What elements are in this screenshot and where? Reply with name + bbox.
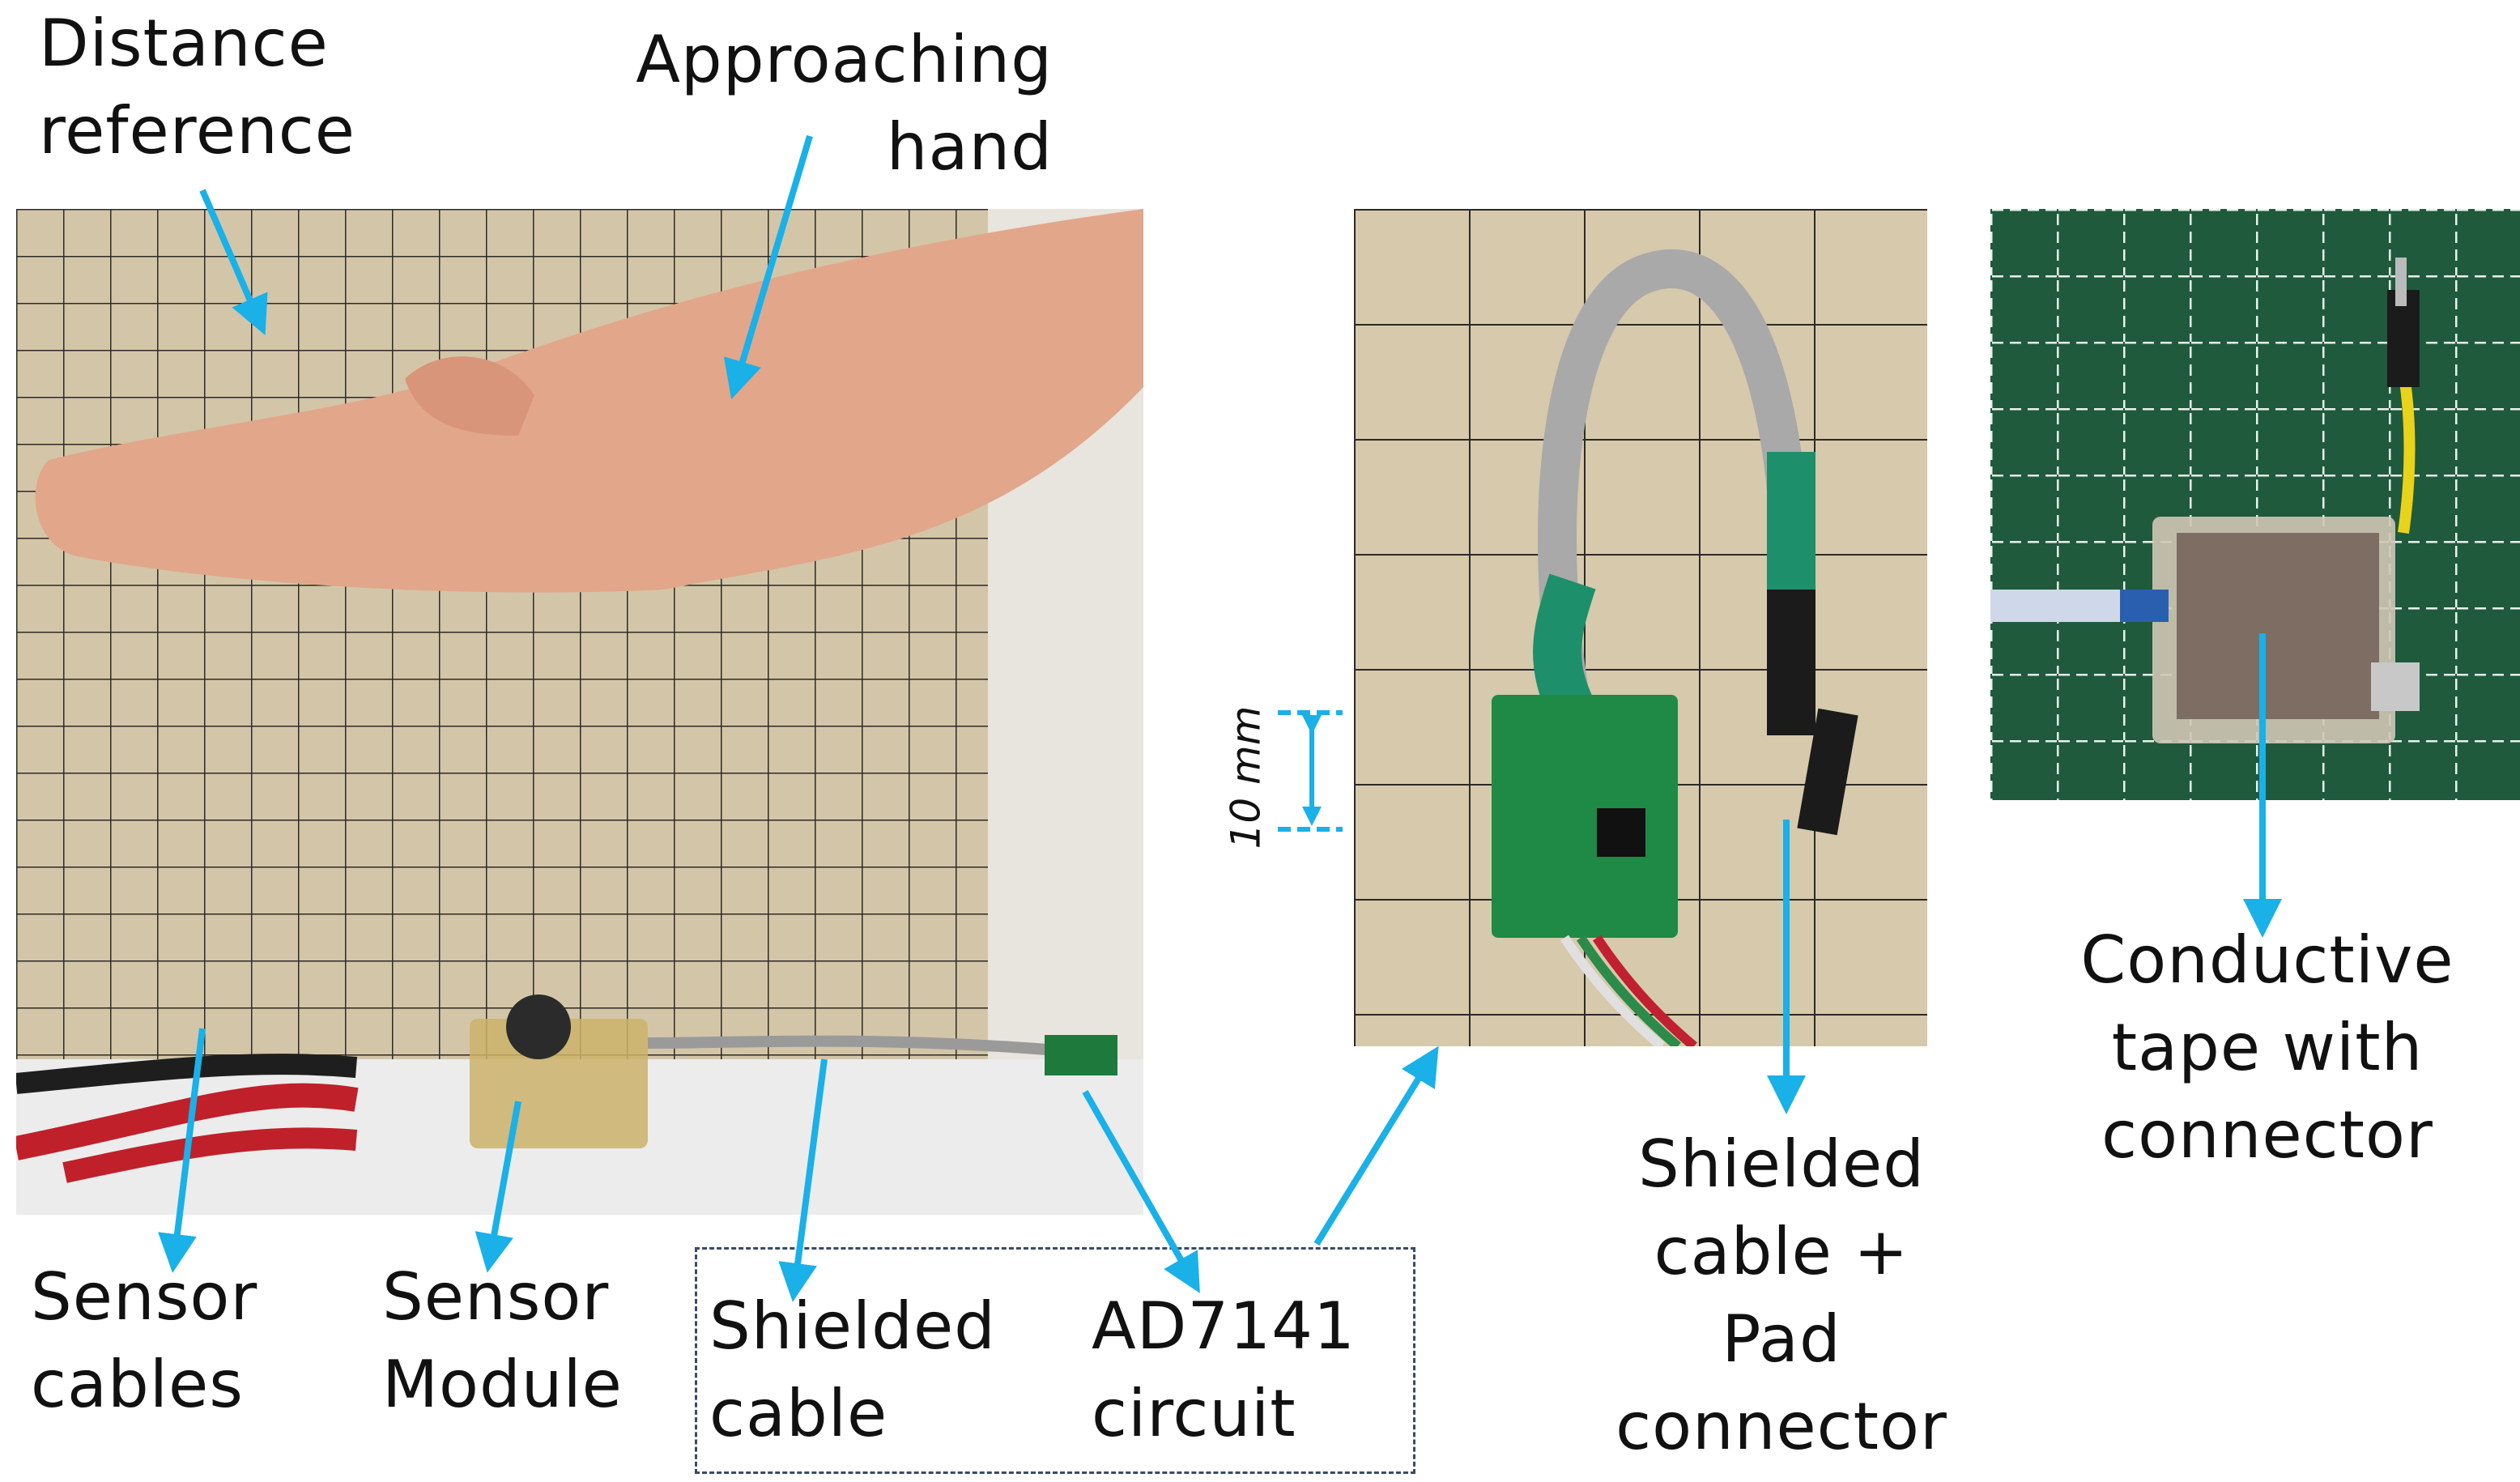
scale-bar xyxy=(1278,710,1343,832)
label-ad7141-circuit: AD7141 circuit xyxy=(1092,1288,1356,1451)
label-sensor-module: Sensor Module xyxy=(382,1259,623,1422)
arrow-approaching-hand xyxy=(723,134,813,400)
hand xyxy=(35,209,1143,593)
arrow-ad7141-circuit xyxy=(1082,1090,1200,1293)
arrow-distance-reference xyxy=(199,189,268,336)
label-shielded-cable: Shielded cable xyxy=(709,1288,996,1451)
label-sensor-cables: Sensor cables xyxy=(31,1259,258,1422)
ad7141-pcb xyxy=(1492,695,1678,938)
label-approaching-hand: Approaching hand xyxy=(636,22,1053,185)
label-distance-reference: Distance reference xyxy=(39,6,355,168)
label-shielded-cable-pad: Shielded cable + Pad connector xyxy=(1615,1126,1947,1464)
arrow-sensor-cables xyxy=(158,1028,206,1273)
photo-hand-setup xyxy=(16,209,1143,1215)
arrow-shielded-cable xyxy=(778,1058,828,1302)
label-conductive-tape: Conductive tape with connector xyxy=(2080,922,2454,1173)
photo-conductive-tape xyxy=(1990,209,2520,800)
photo-pcb xyxy=(1354,209,1927,1046)
arrow-to-pcb-photo xyxy=(1313,1045,1439,1246)
arrow-sensor-module xyxy=(475,1101,521,1273)
dashed-group-box xyxy=(695,1247,1415,1474)
conductive-tape xyxy=(2177,533,2379,719)
